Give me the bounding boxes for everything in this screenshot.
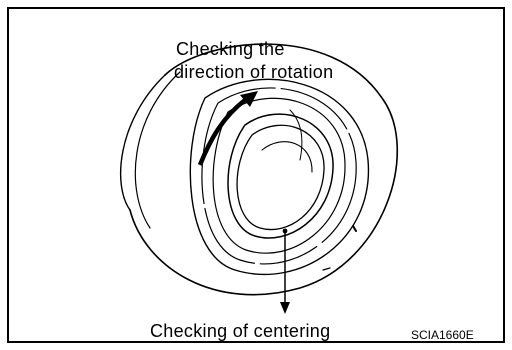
- inner-bore-inner: [236, 124, 325, 231]
- face-arc-1: [189, 78, 370, 275]
- edge-mark-1: [352, 225, 357, 232]
- rotation-check-label: Checking the direction of rotation: [174, 38, 334, 84]
- face-arc-3: [212, 97, 346, 254]
- outer-left-edge-2: [134, 71, 181, 229]
- rotation-label-line1: Checking the: [176, 39, 285, 59]
- outer-left-edge: [119, 74, 166, 211]
- centering-arrow: [280, 228, 290, 314]
- figure-frame: [7, 7, 505, 343]
- centering-check-label: Checking of centering: [150, 321, 331, 341]
- bore-depth-arc-2: [289, 109, 303, 161]
- rotation-arrow: [197, 91, 258, 166]
- rotation-label-line2: direction of rotation: [174, 62, 334, 82]
- edge-mark-2: [322, 267, 331, 271]
- outer-shell: [129, 43, 398, 296]
- face-arc-2: [201, 87, 357, 265]
- figure-code: SCIA1660E: [411, 328, 474, 342]
- bore-depth-arc: [261, 141, 313, 173]
- inner-bore-outer: [227, 113, 334, 239]
